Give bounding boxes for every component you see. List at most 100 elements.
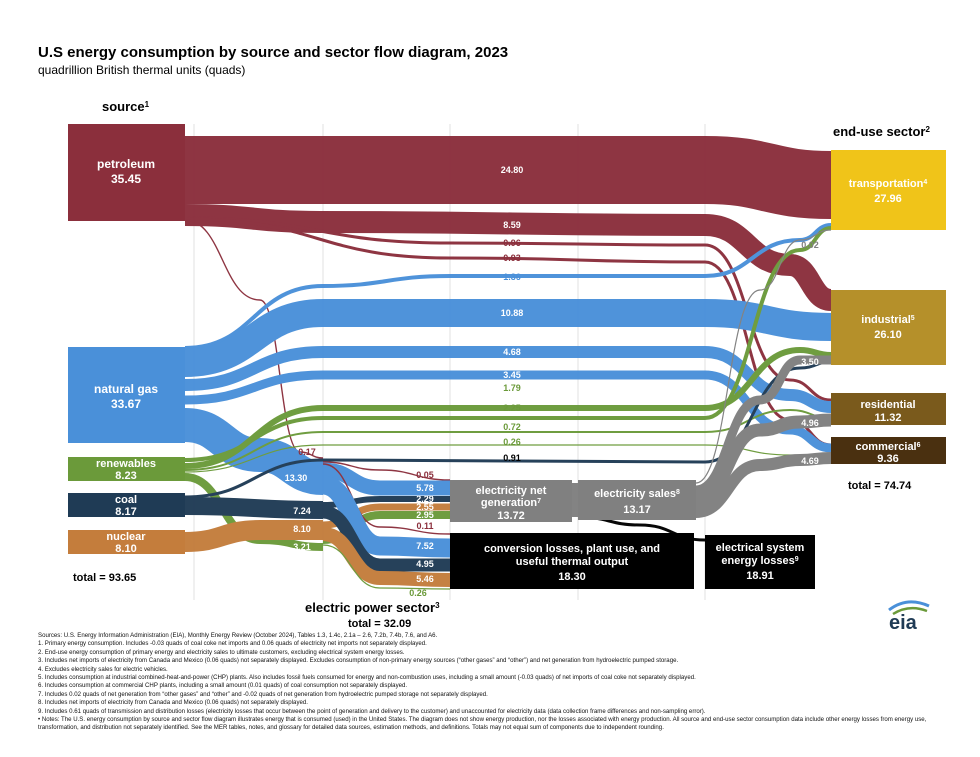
label-sales-industrial: 3.50 — [801, 357, 819, 367]
node-coal — [68, 493, 185, 517]
label-nuclear-electric: 8.10 — [293, 524, 311, 534]
node-electricity-sales — [578, 480, 696, 520]
sales-label: electricity sales8 — [594, 488, 680, 500]
flow-renewables-transportation — [184, 226, 832, 462]
flow-gas-electric — [183, 408, 325, 495]
label-renewables-industrial: 2.25 — [503, 403, 521, 413]
end-use-heading: end-use sector2 — [833, 124, 930, 139]
node-transportation — [831, 150, 946, 230]
flow-coal-industrial — [184, 360, 832, 499]
flow-elec-coal-loss — [321, 505, 450, 572]
label-gas-residential: 4.68 — [503, 347, 521, 357]
flow-sales-residential — [694, 413, 832, 507]
flow-sales-transportation — [695, 229, 832, 484]
footnote: 6. Includes consumption at commercial CH… — [38, 682, 408, 690]
eia-logo: eia — [883, 598, 943, 639]
flow-elec-nuclear-loss — [322, 527, 451, 587]
node-conversion-losses — [450, 533, 694, 589]
label-petroleum-industrial: 8.59 — [503, 220, 521, 230]
page-title: U.S energy consumption by source and sec… — [38, 44, 509, 61]
page-subtitle: quadrillion British thermal units (quads… — [38, 63, 246, 77]
commercial-value: 9.36 — [877, 453, 898, 465]
natural-gas-value: 33.67 — [111, 397, 141, 411]
label-elec-petroleum-loss: 0.11 — [416, 521, 433, 531]
label-elec-nuclear-gen: 2.55 — [416, 502, 434, 512]
flow-sales-industrial — [695, 355, 831, 495]
label-petroleum-electric: 0.17 — [298, 447, 316, 457]
flow-elec-gas-gen — [322, 462, 450, 496]
net-generation-value: 13.72 — [497, 510, 525, 522]
nuclear-value: 8.10 — [115, 543, 136, 555]
footnote: 1. Primary energy consumption. Includes … — [38, 640, 427, 648]
label-sales-residential: 4.96 — [801, 418, 819, 428]
footnote: Sources: U.S. Energy Information Adminis… — [38, 632, 438, 639]
label-sales-transportation: 0.02 — [801, 240, 819, 250]
node-industrial — [831, 290, 946, 365]
electric-power-heading: electric power sector3 — [305, 600, 440, 615]
electricity-nodes — [450, 480, 815, 589]
flow-elec-petroleum-gen — [322, 461, 451, 481]
flow-petroleum-industrial — [184, 204, 834, 311]
transportation-value: 27.96 — [874, 193, 902, 205]
conversion-losses-label-1: conversion losses, plant use, and — [484, 543, 660, 555]
flow-gas-industrial — [184, 298, 832, 377]
system-losses-label-1: electrical system — [716, 542, 805, 554]
footnote: 9. Includes 0.61 quads of transmission a… — [38, 707, 706, 715]
residential-value: 11.32 — [875, 412, 902, 424]
system-losses-value: 18.91 — [746, 570, 774, 582]
footnote: 5. Includes consumption at industrial co… — [38, 674, 696, 682]
flows — [183, 135, 834, 590]
renewables-label: renewables — [96, 458, 156, 470]
conversion-losses-value: 18.30 — [558, 571, 586, 583]
industrial-value: 26.10 — [874, 329, 902, 341]
flow-value-labels: 24.808.590.960.931.3610.884.683.451.792.… — [285, 165, 819, 598]
residential-label: residential — [860, 399, 915, 411]
label-renewables-residential: 0.72 — [503, 422, 521, 432]
industrial-label: industrial5 — [861, 314, 915, 326]
footnote: 4. Excludes electricity sales for electr… — [38, 665, 168, 673]
node-renewables — [68, 457, 185, 481]
flow-elec-gas-loss — [321, 475, 451, 558]
label-elec-petroleum-gen: 0.05 — [416, 470, 434, 480]
footnote: 3. Includes net imports of electricity f… — [38, 657, 679, 665]
footnote: 7. Includes 0.02 quads of net generation… — [38, 690, 488, 698]
label-elec-nuclear-loss: 5.46 — [416, 574, 434, 584]
node-petroleum — [68, 124, 185, 221]
flow-diagram: source1 end-use sector2 electric power s… — [68, 99, 946, 630]
coal-value: 8.17 — [115, 506, 136, 518]
flow-renewables-industrial — [184, 346, 832, 469]
label-renewables-electric: 3.21 — [293, 542, 311, 552]
source-heading: source1 — [102, 99, 150, 114]
source-nodes — [68, 124, 185, 554]
sales-value: 13.17 — [623, 504, 651, 516]
flow-gas-residential — [184, 345, 832, 413]
flow-renewables-residential — [184, 408, 832, 471]
flow-sales-commercial — [695, 452, 832, 518]
node-net-generation — [450, 480, 572, 522]
footnotes: Sources: U.S. Energy Information Adminis… — [38, 632, 943, 733]
label-renewables-commercial: 0.26 — [503, 437, 521, 447]
petroleum-value: 35.45 — [111, 172, 141, 186]
label-gas-transportation: 1.36 — [503, 272, 521, 282]
flow-elec-renewables-loss — [322, 544, 451, 590]
label-elec-gas-loss: 7.52 — [416, 541, 434, 551]
label-gas-electric: 13.30 — [285, 473, 308, 483]
label-petroleum-commercial: 0.93 — [503, 253, 521, 263]
commercial-label: commercial6 — [855, 441, 920, 453]
transportation-label: transportation4 — [849, 178, 928, 190]
label-petroleum-residential: 0.96 — [503, 238, 521, 248]
label-elec-coal-loss: 4.95 — [416, 559, 434, 569]
label-elec-renewables-gen: 2.95 — [416, 510, 434, 520]
footnote: • Notes: The U.S. energy consumption by … — [38, 716, 927, 732]
sector-nodes — [831, 150, 946, 464]
system-losses-label-2: energy losses9 — [721, 555, 798, 567]
electric-power-total: total = 32.09 — [348, 618, 411, 630]
label-gas-commercial: 3.45 — [503, 370, 521, 380]
label-elec-coal-gen: 2.29 — [416, 494, 434, 504]
label-gas-industrial: 10.88 — [501, 308, 524, 318]
source-total: total = 93.65 — [73, 572, 136, 584]
label-coal-electric: 7.24 — [293, 506, 311, 516]
flow-gas-transportation — [184, 223, 832, 350]
sector-total: total = 74.74 — [848, 480, 912, 492]
natural-gas-label: natural gas — [94, 382, 158, 396]
